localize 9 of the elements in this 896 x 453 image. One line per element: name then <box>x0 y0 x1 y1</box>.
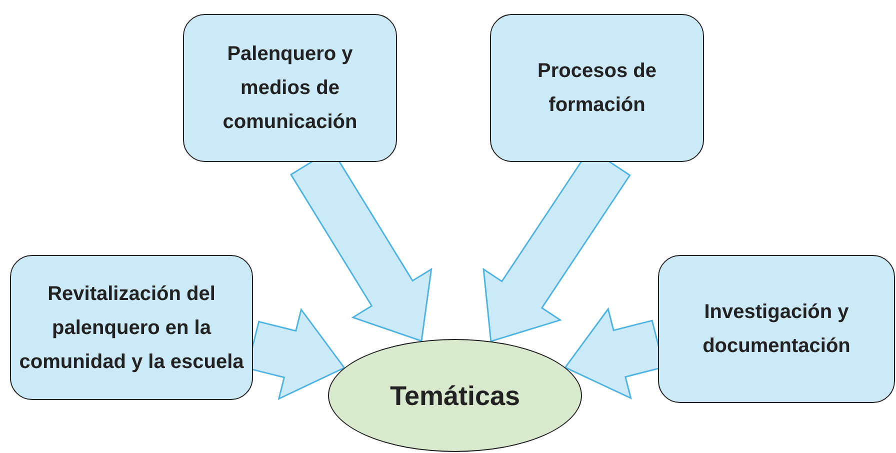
topic-box <box>183 14 397 162</box>
topic-box <box>10 255 253 400</box>
topic-box <box>658 255 895 403</box>
topic-label: Investigación y documentación <box>702 300 852 359</box>
topic-label: Procesos de formación <box>536 59 658 118</box>
central-title: Temáticas <box>390 380 520 412</box>
topic-label: Revitalización del palenquero en la comunidad y la escuela <box>19 282 244 374</box>
topic-box <box>490 14 704 162</box>
topic-label: Palenquero y medios de comunicación <box>222 42 358 135</box>
